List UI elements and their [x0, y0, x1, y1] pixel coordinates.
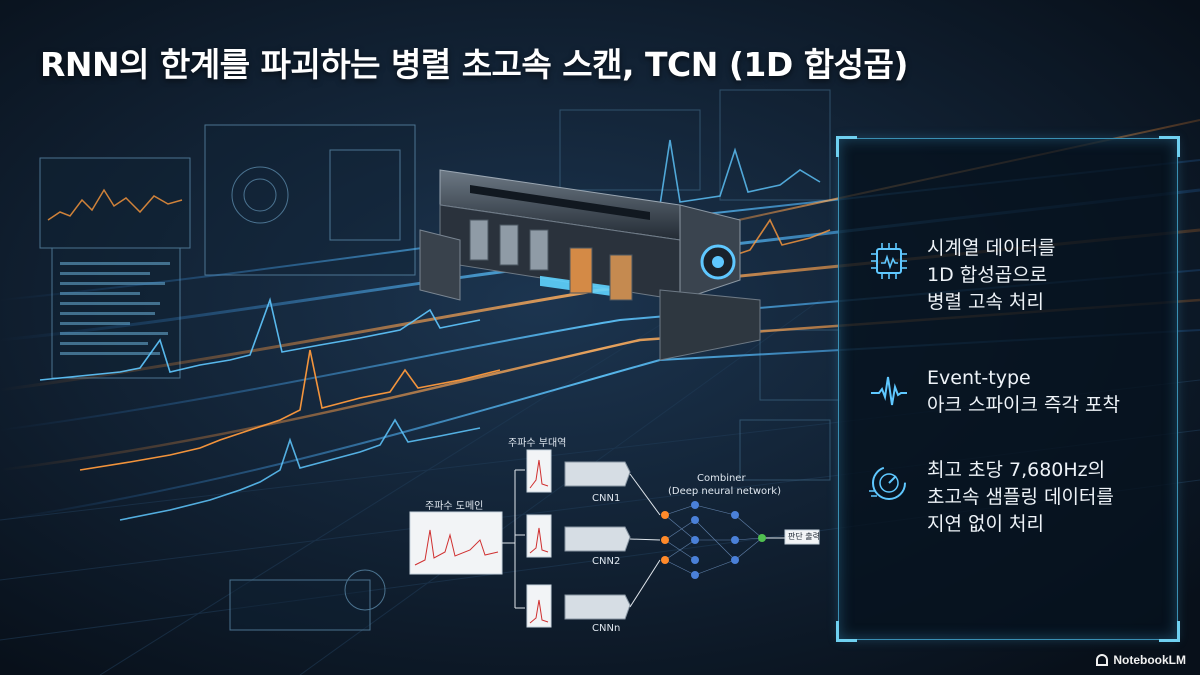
- tcn-scanner-machine: [419, 169, 761, 361]
- diagram-output-label: 판단 출력: [788, 532, 820, 541]
- feature-line: 최고 초당 7,680Hz의: [927, 459, 1106, 481]
- feature-text: 시계열 데이터를 1D 합성곱으로 병렬 고속 처리: [927, 235, 1055, 316]
- speed-gauge-icon: [869, 466, 906, 500]
- diagram-subband-label: 주파수 부대역: [508, 438, 567, 449]
- diagram-cnn-label: CNN2: [592, 556, 621, 567]
- diagram-cnn-label: CNN1: [592, 493, 621, 504]
- feature-item: 시계열 데이터를 1D 합성곱으로 병렬 고속 처리: [867, 235, 1167, 316]
- notebooklm-logo-icon: [1096, 654, 1109, 666]
- brand-label: NotebookLM: [1113, 653, 1186, 667]
- diagram-cnn-label: CNNn: [592, 623, 621, 634]
- feature-item: Event-type 아크 스파이크 즉각 포착: [867, 365, 1167, 419]
- spike-waveform-icon: [871, 376, 907, 406]
- feature-line: 시계열 데이터를: [927, 237, 1056, 259]
- feature-line: 병렬 고속 처리: [927, 291, 1044, 313]
- feature-panel: 시계열 데이터를 1D 합성곱으로 병렬 고속 처리 Event-type 아크…: [836, 136, 1180, 642]
- feature-line: 지연 없이 처리: [927, 513, 1044, 535]
- neural-net-nodes: [661, 501, 766, 579]
- brand-watermark: NotebookLM: [1096, 653, 1186, 667]
- diagram: [409, 449, 820, 628]
- diagram-combiner-subtitle: (Deep neural network): [668, 486, 781, 497]
- feature-line: 1D 합성곱으로: [927, 264, 1048, 286]
- diagram-input-label: 주파수 도메인: [425, 501, 484, 512]
- chip-icon: [871, 243, 907, 279]
- feature-text: 최고 초당 7,680Hz의 초고속 샘플링 데이터를 지연 없이 처리: [927, 457, 1114, 538]
- page-title: RNN의 한계를 파괴하는 병렬 초고속 스캔, TCN (1D 합성곱): [40, 45, 908, 84]
- panel-corner: [1159, 136, 1180, 157]
- feature-text: Event-type 아크 스파이크 즉각 포착: [927, 365, 1120, 419]
- feature-line: 아크 스파이크 즉각 포착: [927, 394, 1120, 416]
- spike-waveforms: [39, 139, 831, 521]
- feature-line: Event-type: [927, 367, 1031, 389]
- panel-corner: [836, 621, 857, 642]
- feature-line: 초고속 샘플링 데이터를: [927, 486, 1114, 508]
- diagram-combiner-title: Combiner: [697, 473, 746, 484]
- panel-corner: [1159, 621, 1180, 642]
- panel-corner: [836, 136, 857, 157]
- feature-item: 최고 초당 7,680Hz의 초고속 샘플링 데이터를 지연 없이 처리: [867, 457, 1167, 538]
